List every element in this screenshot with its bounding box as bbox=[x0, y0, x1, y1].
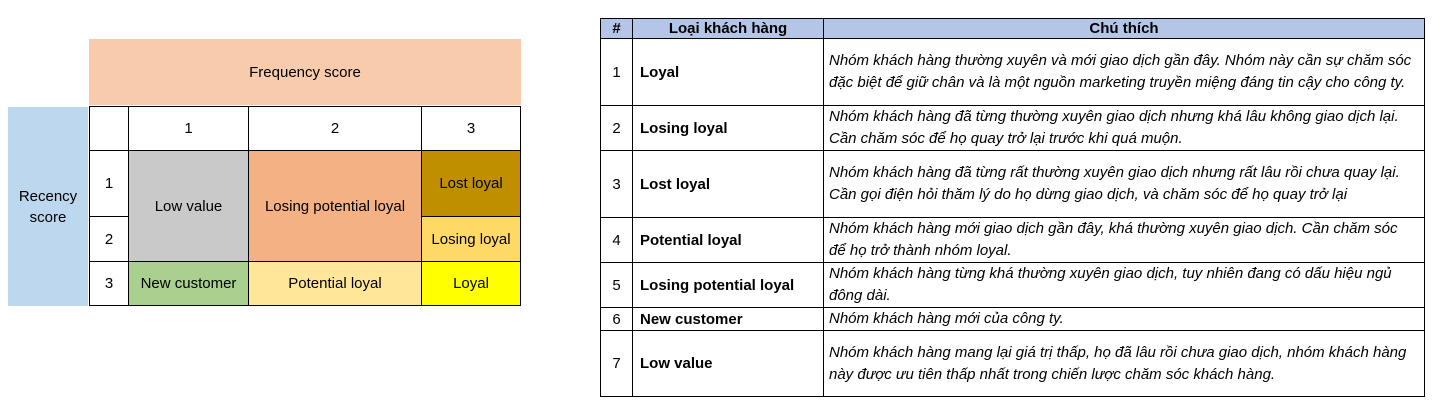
segment-loyal: Loyal bbox=[422, 262, 521, 306]
table-row: 3 Lost loyal Nhóm khách hàng đã từng rất… bbox=[600, 150, 1425, 218]
frequency-score-header: Frequency score bbox=[89, 39, 521, 105]
segment-potential-loyal: Potential loyal bbox=[249, 262, 422, 306]
row-customer-type: New customer bbox=[632, 307, 824, 331]
segment-new-customer: New customer bbox=[129, 262, 249, 306]
row-customer-type: Lost loyal bbox=[632, 150, 824, 218]
segment-losing-potential-loyal: Losing potential loyal bbox=[249, 151, 422, 262]
recency-value-1: 1 bbox=[89, 151, 129, 217]
recency-value-2: 2 bbox=[89, 217, 129, 262]
table-row: 2 Losing loyal Nhóm khách hàng đã từng t… bbox=[600, 105, 1425, 151]
row-number: 2 bbox=[600, 105, 633, 151]
customer-segment-table: # Loại khách hàng Chú thích 1 Loyal Nhóm… bbox=[600, 18, 1425, 397]
frequency-score-label: Frequency score bbox=[249, 63, 361, 81]
table-row: 7 Low value Nhóm khách hàng mang lại giá… bbox=[600, 330, 1425, 397]
segment-low-value: Low value bbox=[129, 151, 249, 262]
frequency-value-2: 2 bbox=[249, 106, 422, 151]
header-customer-type: Loại khách hàng bbox=[632, 18, 824, 39]
frequency-value-3: 3 bbox=[422, 106, 521, 151]
table-header-row: # Loại khách hàng Chú thích bbox=[600, 18, 1425, 39]
row-number: 6 bbox=[600, 307, 633, 331]
segment-lost-loyal: Lost loyal bbox=[422, 151, 521, 217]
recency-score-label: Recency score bbox=[18, 187, 78, 226]
row-description: Nhóm khách hàng mang lại giá trị thấp, h… bbox=[823, 330, 1425, 397]
row-number: 5 bbox=[600, 262, 633, 308]
recency-score-header: Recency score bbox=[8, 107, 88, 306]
row-customer-type: Low value bbox=[632, 330, 824, 397]
row-description: Nhóm khách hàng mới giao dịch gần đây, k… bbox=[823, 217, 1425, 263]
table-row: 1 Loyal Nhóm khách hàng thường xuyên và … bbox=[600, 38, 1425, 106]
row-customer-type: Loyal bbox=[632, 38, 824, 106]
row-customer-type: Losing loyal bbox=[632, 105, 824, 151]
header-description: Chú thích bbox=[823, 18, 1425, 39]
row-customer-type: Potential loyal bbox=[632, 217, 824, 263]
table-row: 6 New customer Nhóm khách hàng mới của c… bbox=[600, 307, 1425, 331]
row-description: Nhóm khách hàng đã từng rất thường xuyên… bbox=[823, 150, 1425, 218]
table-row: 4 Potential loyal Nhóm khách hàng mới gi… bbox=[600, 217, 1425, 263]
row-number: 7 bbox=[600, 330, 633, 397]
row-description: Nhóm khách hàng đã từng thường xuyên gia… bbox=[823, 105, 1425, 151]
row-number: 4 bbox=[600, 217, 633, 263]
segment-losing-loyal: Losing loyal bbox=[422, 217, 521, 262]
recency-value-3: 3 bbox=[89, 262, 129, 306]
row-description: Nhóm khách hàng thường xuyên và mới giao… bbox=[823, 38, 1425, 106]
row-description: Nhóm khách hàng mới của công ty. bbox=[823, 307, 1425, 331]
matrix-corner-cell bbox=[89, 106, 129, 151]
table-row: 5 Losing potential loyal Nhóm khách hàng… bbox=[600, 262, 1425, 308]
row-description: Nhóm khách hàng từng khá thường xuyên gi… bbox=[823, 262, 1425, 308]
row-number: 3 bbox=[600, 150, 633, 218]
row-customer-type: Losing potential loyal bbox=[632, 262, 824, 308]
header-number: # bbox=[600, 18, 633, 39]
frequency-value-1: 1 bbox=[129, 106, 249, 151]
row-number: 1 bbox=[600, 38, 633, 106]
